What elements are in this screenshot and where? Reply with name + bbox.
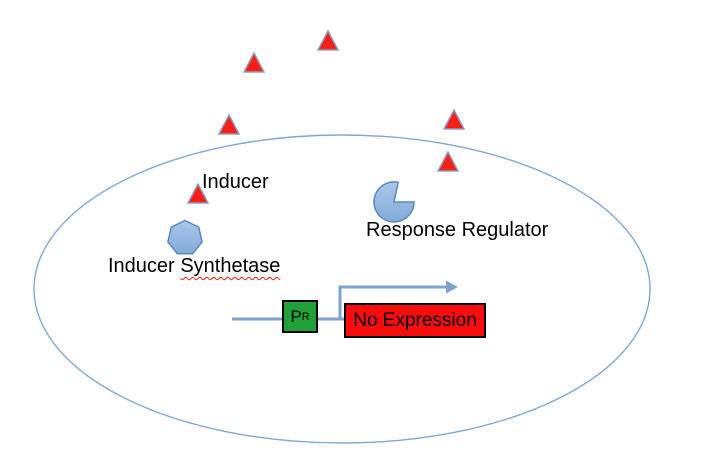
inducer-triangle-icon [316, 29, 340, 51]
inducer-synthetase-label-word1: Inducer [108, 255, 175, 277]
inducer-triangle-icon [436, 150, 460, 172]
inducer-triangle-icon [442, 108, 466, 130]
cell-membrane-ellipse [33, 134, 651, 444]
inducer-triangle-icon [242, 51, 266, 73]
inducer-triangle-icon [217, 113, 241, 135]
response-regulator-label: Response Regulator [366, 219, 549, 241]
inducer-triangle-icon [186, 182, 210, 204]
response-regulator-pacman-icon [373, 181, 415, 223]
no-expression-box: No Expression [344, 303, 486, 338]
inducer-triangles [186, 29, 466, 204]
inducer-label: Inducer [202, 171, 269, 193]
transcription-arrowhead-icon [446, 280, 458, 294]
promoter-label: P [290, 306, 302, 326]
transcription-arrow [338, 285, 446, 319]
inducer-synthetase-heptagon-icon [167, 219, 203, 255]
inducer-synthetase-label-word2: Synthetase [180, 255, 281, 277]
